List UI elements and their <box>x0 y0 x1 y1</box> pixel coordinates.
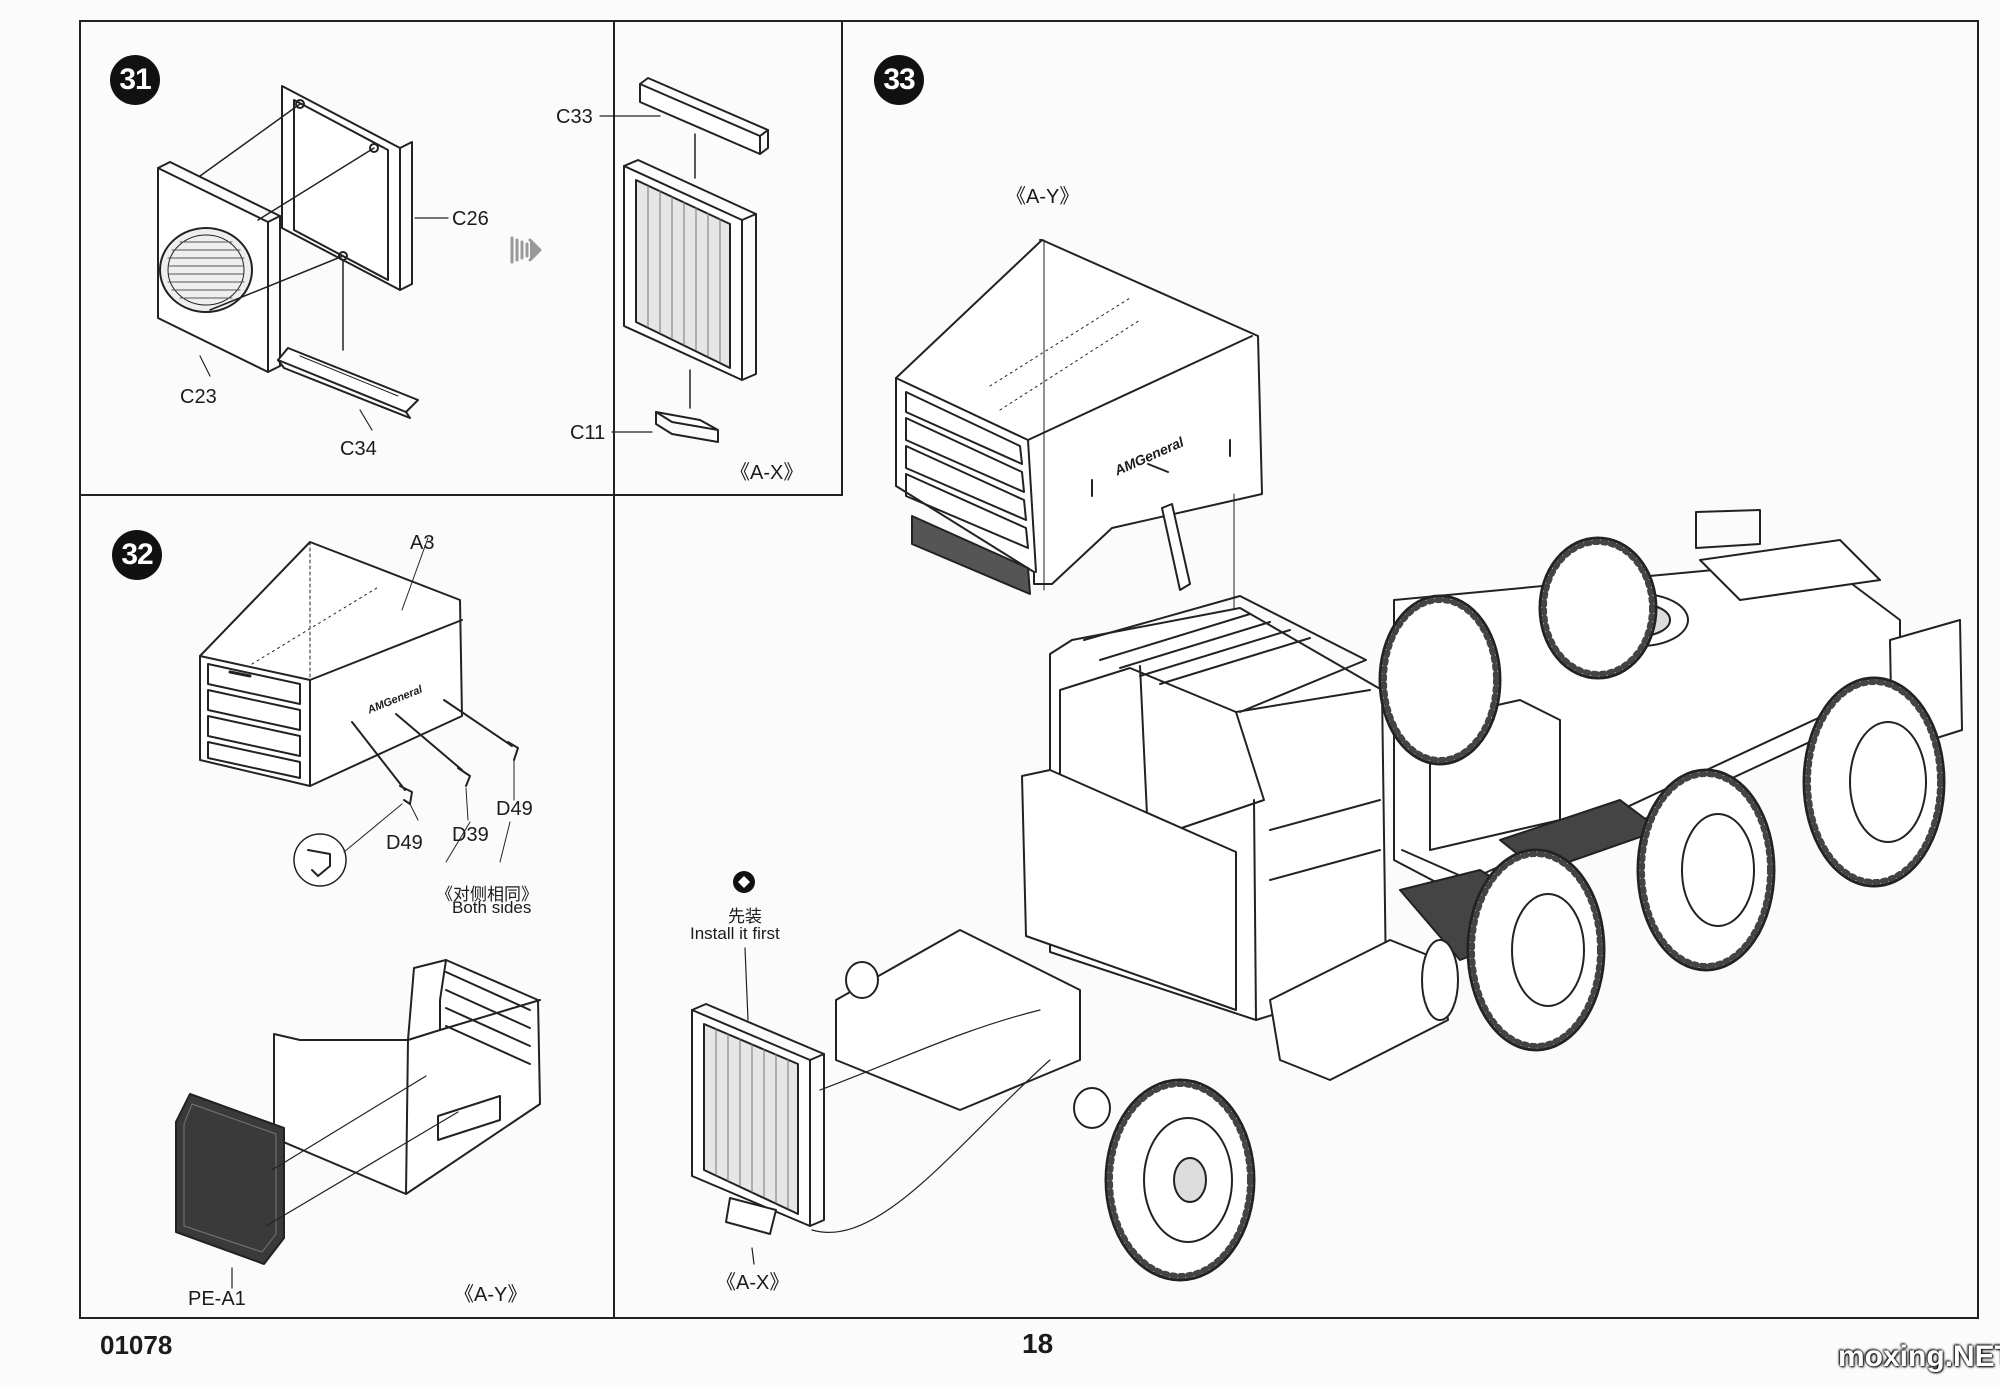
exhaust-stack <box>1161 503 1191 591</box>
front-wheel <box>1104 1078 1256 1282</box>
step-32-badge: 32 <box>112 530 162 580</box>
label-step32-subassembly: 《A-Y》 <box>454 1284 528 1306</box>
label-c11: C11 <box>570 422 606 444</box>
detail-clip-closeup <box>293 803 403 887</box>
fuel-tank <box>1269 939 1459 1081</box>
part-pe-a1-mesh <box>175 1093 285 1265</box>
radiator-assembly-ax <box>623 159 757 381</box>
rear-wheel-2 <box>1636 768 1776 972</box>
step-33-badge: 33 <box>874 55 924 105</box>
part-c11-bracket <box>655 411 719 443</box>
label-d39: D39 <box>452 824 489 846</box>
label-step31-subassembly: 《A-X》 <box>730 462 804 484</box>
label-c33: C33 <box>556 106 593 128</box>
install-first-en: Install it first <box>690 924 780 943</box>
kit-number: 01078 <box>100 1330 173 1360</box>
step-31-badge: 31 <box>110 55 160 105</box>
label-c26: C26 <box>452 208 489 230</box>
hood-a3 <box>199 541 463 787</box>
part-c26-frame <box>281 85 413 291</box>
step-33-panel <box>613 20 1979 1319</box>
part-c34-rail <box>277 347 419 419</box>
hood-underside <box>273 959 541 1195</box>
label-c34: C34 <box>340 438 377 460</box>
part-c33-top-rail <box>639 77 769 155</box>
rear-wheel-upper <box>1378 536 1658 766</box>
install-first-icon <box>733 871 755 893</box>
note-both-sides-cn: 《对侧相同》 <box>436 885 538 904</box>
step-arrow-icon <box>510 236 542 264</box>
label-pe-a1: PE-A1 <box>188 1288 246 1310</box>
label-d49-left: D49 <box>386 832 423 854</box>
label-d49-right: D49 <box>496 798 533 820</box>
part-c23-fan-shroud <box>157 161 281 373</box>
cab-front-panel <box>1021 769 1237 1011</box>
page-number: 18 <box>1022 1328 1054 1359</box>
label-c23: C23 <box>180 386 217 408</box>
front-bumper <box>835 929 1111 1129</box>
hood-hold-rods-d39-d49 <box>351 699 519 805</box>
radiator-subassembly-ax <box>691 1003 825 1235</box>
watermark: moxing.NET <box>1838 1340 2000 1373</box>
hood-assembly-ay <box>895 239 1263 595</box>
label-a3: A3 <box>410 532 435 554</box>
rear-wheel-1 <box>1466 848 1606 1052</box>
install-first-cn: 先装 <box>728 907 762 926</box>
label-step33-hood: 《A-Y》 <box>1006 186 1080 208</box>
label-step33-radiator: 《A-X》 <box>716 1272 790 1294</box>
note-both-sides-en: Both sides <box>452 898 532 917</box>
rear-wheel-3 <box>1802 676 1946 888</box>
